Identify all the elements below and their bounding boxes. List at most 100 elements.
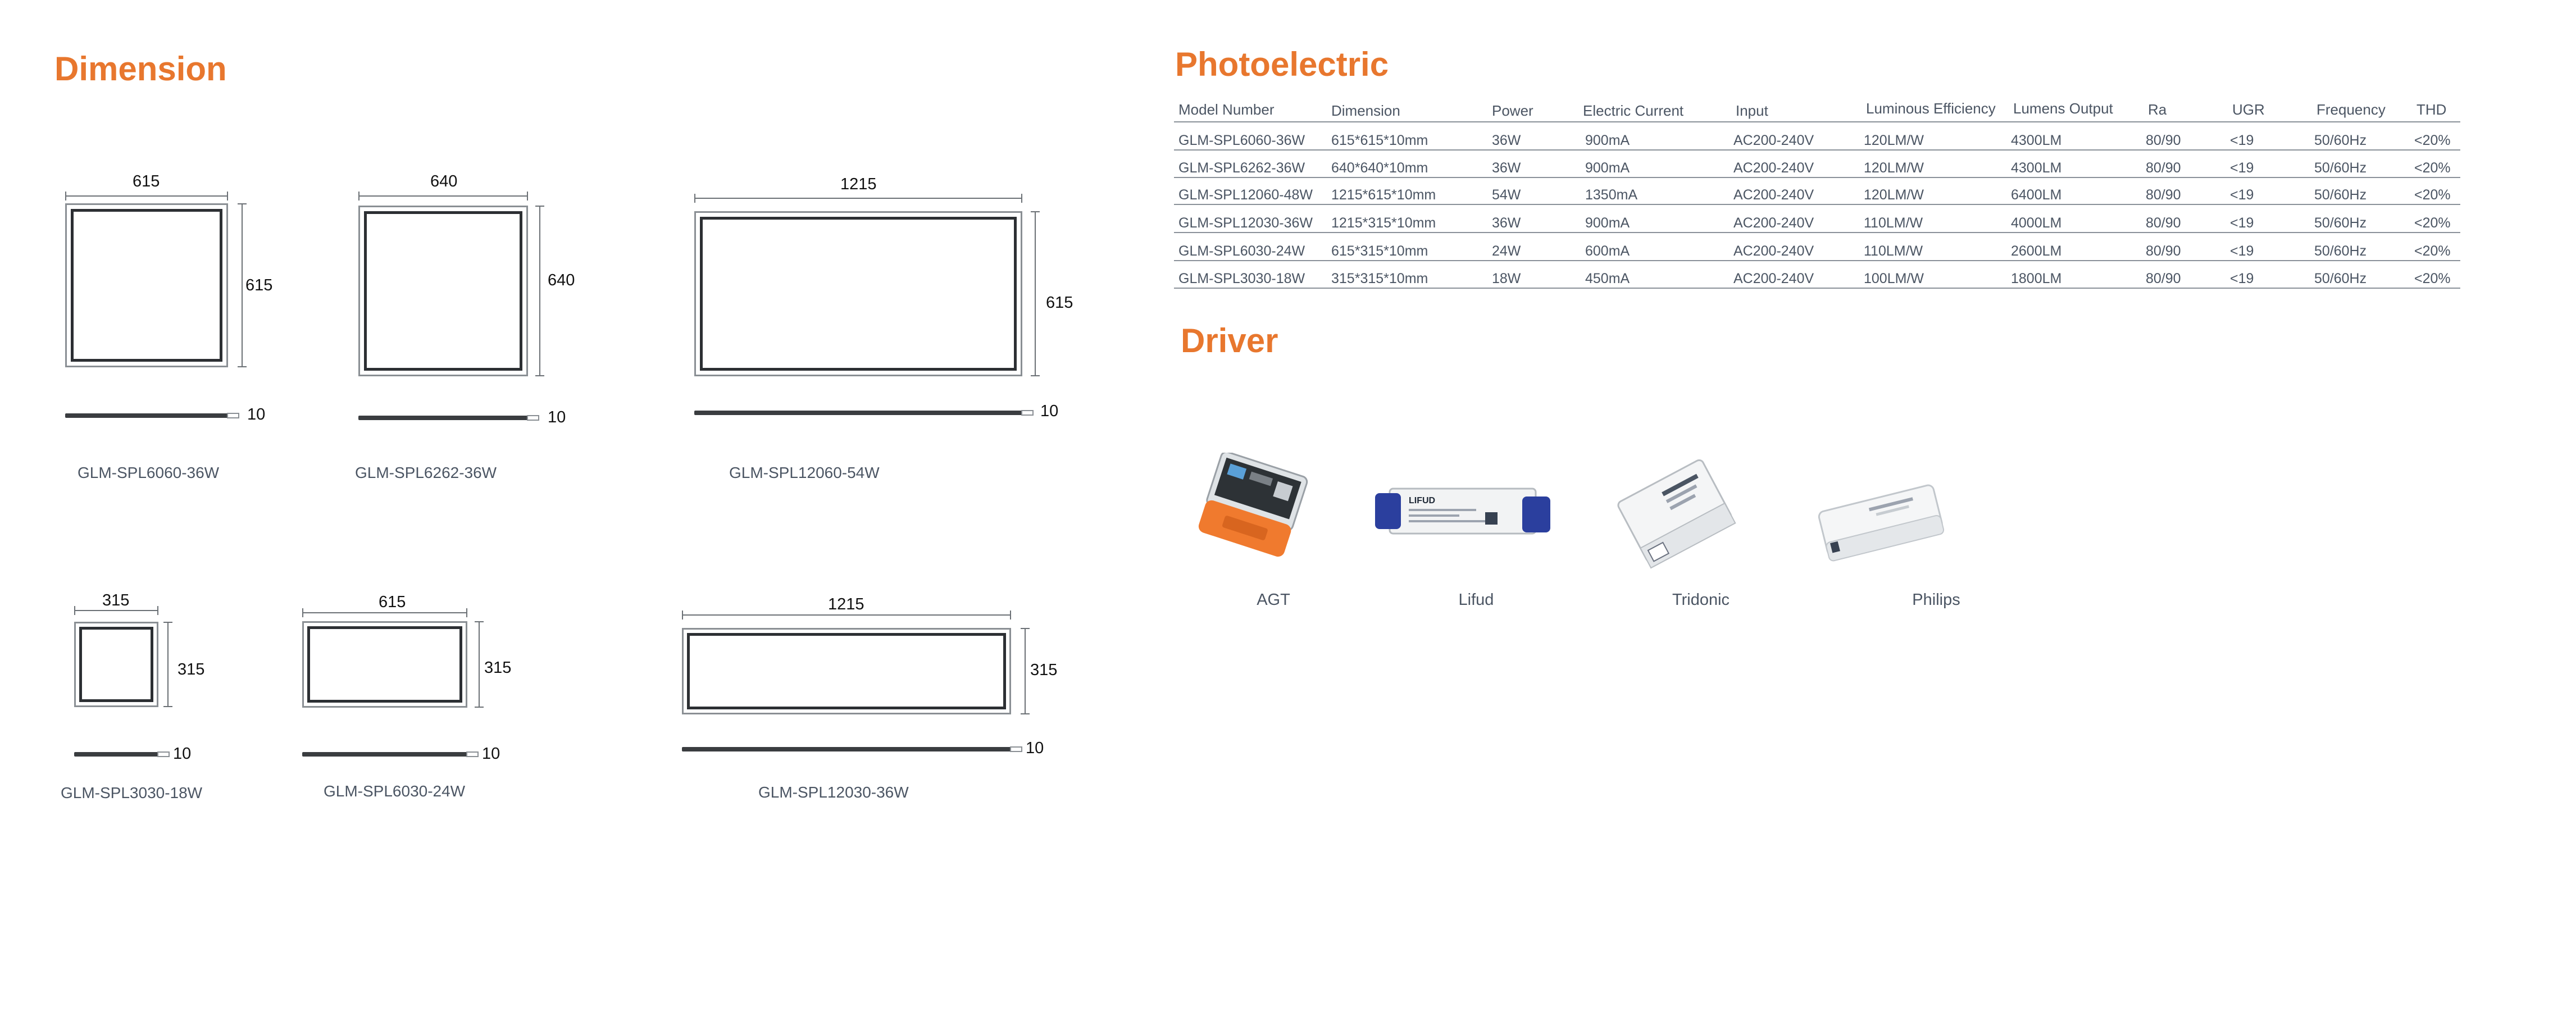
cell-lumens-output: 1800LM	[2011, 271, 2062, 286]
panel-model-label: GLM-SPL3030-18W	[61, 784, 203, 801]
height-label: 615	[245, 276, 273, 294]
cell-thd: <20%	[2414, 187, 2451, 203]
table-row-divider	[1174, 204, 2460, 205]
header-frequency: Frequency	[2316, 101, 2386, 118]
cell-dimension: 1215*315*10mm	[1331, 215, 1436, 231]
cell-dimension: 315*315*10mm	[1331, 271, 1428, 286]
width-label: 615	[133, 172, 160, 190]
cell-thd: <20%	[2414, 243, 2451, 259]
header-luminous-efficiency: Luminous Efficiency	[1866, 100, 1996, 117]
driver-label-philips: Philips	[1912, 591, 1960, 609]
cell-power: 54W	[1492, 187, 1521, 203]
cell-ugr: <19	[2230, 215, 2254, 231]
cell-lumens-output: 4300LM	[2011, 133, 2062, 148]
dimension-title: Dimension	[54, 50, 227, 88]
cell-electric-current: 900mA	[1585, 133, 1630, 148]
cell-thd: <20%	[2414, 271, 2451, 286]
table-row-divider	[1174, 288, 2460, 289]
width-label: 640	[430, 172, 458, 190]
cell-frequency: 50/60Hz	[2314, 243, 2367, 259]
tridonic-driver-image	[1617, 459, 1736, 569]
cell-model-number: GLM-SPL3030-18W	[1178, 271, 1305, 286]
header-thd: THD	[2416, 101, 2447, 118]
header-lumens-output: Lumens Output	[2013, 100, 2113, 117]
lifud-driver-image: LIFUD	[1375, 488, 1550, 535]
cell-input: AC200-240V	[1733, 271, 1814, 286]
cell-model-number: GLM-SPL6060-36W	[1178, 133, 1305, 148]
cell-electric-current: 900mA	[1585, 160, 1630, 176]
photoelectric-title: Photoelectric	[1175, 45, 1389, 83]
width-label: 315	[102, 591, 130, 609]
cell-dimension: 615*615*10mm	[1331, 133, 1428, 148]
cell-ra: 80/90	[2146, 133, 2181, 148]
cell-model-number: GLM-SPL6030-24W	[1178, 243, 1305, 259]
cell-luminous-efficiency: 120LM/W	[1864, 187, 1924, 203]
header-ra: Ra	[2148, 101, 2167, 118]
height-label: 315	[178, 661, 205, 678]
cell-input: AC200-240V	[1733, 243, 1814, 259]
height-label: 315	[1030, 661, 1058, 679]
panel-model-label: GLM-SPL6060-36W	[78, 464, 220, 481]
cell-electric-current: 600mA	[1585, 243, 1630, 259]
cell-input: AC200-240V	[1733, 215, 1814, 231]
width-label: 615	[379, 593, 406, 611]
cell-ugr: <19	[2230, 187, 2254, 203]
cell-ugr: <19	[2230, 271, 2254, 286]
cell-frequency: 50/60Hz	[2314, 271, 2367, 286]
cell-ra: 80/90	[2146, 160, 2181, 176]
header-power: Power	[1492, 102, 1533, 119]
cell-ugr: <19	[2230, 160, 2254, 176]
width-label: 1215	[840, 175, 877, 193]
table-row-divider	[1174, 177, 2460, 178]
cell-power: 36W	[1492, 133, 1521, 148]
cell-ra: 80/90	[2146, 243, 2181, 259]
panel-model-label: GLM-SPL6262-36W	[355, 464, 497, 481]
panel-model-label: GLM-SPL12060-54W	[729, 464, 880, 481]
cell-ra: 80/90	[2146, 271, 2181, 286]
cell-thd: <20%	[2414, 160, 2451, 176]
cell-power: 24W	[1492, 243, 1521, 259]
table-row-divider	[1174, 260, 2460, 261]
thickness-label: 10	[247, 406, 266, 423]
cell-luminous-efficiency: 120LM/W	[1864, 133, 1924, 148]
thickness-label: 10	[482, 745, 500, 763]
height-label: 615	[1046, 294, 1073, 312]
thickness-label: 10	[173, 745, 192, 763]
width-label: 1215	[828, 595, 864, 613]
cell-electric-current: 1350mA	[1585, 187, 1638, 203]
cell-power: 18W	[1492, 271, 1521, 286]
cell-power: 36W	[1492, 215, 1521, 231]
cell-lumens-output: 4000LM	[2011, 215, 2062, 231]
cell-ra: 80/90	[2146, 187, 2181, 203]
cell-thd: <20%	[2414, 133, 2451, 148]
cell-frequency: 50/60Hz	[2314, 133, 2367, 148]
cell-lumens-output: 4300LM	[2011, 160, 2062, 176]
cell-electric-current: 900mA	[1585, 215, 1630, 231]
cell-luminous-efficiency: 120LM/W	[1864, 160, 1924, 176]
cell-model-number: GLM-SPL12060-48W	[1178, 187, 1313, 203]
cell-input: AC200-240V	[1733, 187, 1814, 203]
agt-driver-image	[1198, 453, 1308, 557]
lifud-logo-text: LIFUD	[1409, 496, 1435, 505]
cell-luminous-efficiency: 100LM/W	[1864, 271, 1924, 286]
cell-electric-current: 450mA	[1585, 271, 1630, 286]
cell-thd: <20%	[2414, 215, 2451, 231]
table-row-divider	[1174, 232, 2460, 233]
panel-model-label: GLM-SPL6030-24W	[324, 782, 466, 800]
cell-input: AC200-240V	[1733, 160, 1814, 176]
cell-dimension: 615*315*10mm	[1331, 243, 1428, 259]
cell-ra: 80/90	[2146, 215, 2181, 231]
cell-dimension: 1215*615*10mm	[1331, 187, 1436, 203]
driver-label-tridonic: Tridonic	[1672, 591, 1730, 609]
header-model-number: Model Number	[1178, 101, 1275, 118]
driver-label-lifud: Lifud	[1458, 591, 1494, 609]
driver-title: Driver	[1181, 322, 1278, 359]
cell-power: 36W	[1492, 160, 1521, 176]
cell-luminous-efficiency: 110LM/W	[1864, 243, 1923, 259]
philips-driver-image	[1818, 484, 1945, 562]
driver-label-agt: AGT	[1257, 591, 1290, 609]
cell-dimension: 640*640*10mm	[1331, 160, 1428, 176]
cell-ugr: <19	[2230, 133, 2254, 148]
panel-model-label: GLM-SPL12030-36W	[758, 784, 909, 801]
header-input: Input	[1736, 102, 1768, 119]
